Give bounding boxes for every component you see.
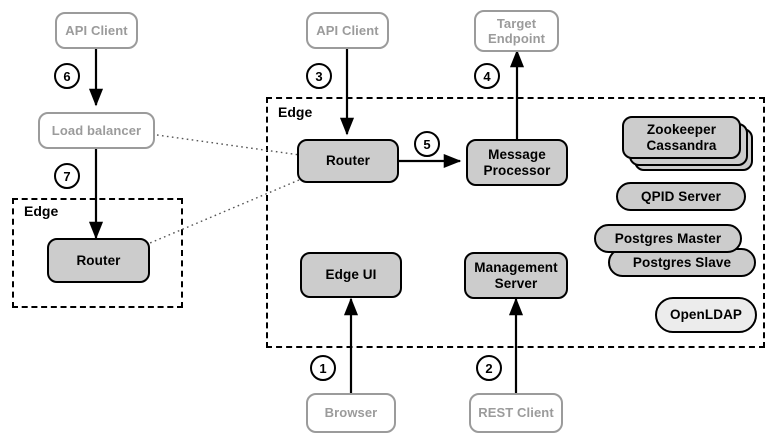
node-load-balancer[interactable]: Load balancer (38, 112, 155, 149)
step-badge-7: 7 (54, 163, 80, 189)
node-postgres-master-label: Postgres Master (614, 230, 722, 246)
node-target-endpoint-label-line2: Endpoint (487, 31, 546, 46)
node-postgres-slave-label: Postgres Slave (632, 254, 732, 270)
node-target-endpoint-label-line1: Target (496, 15, 537, 31)
node-zookeeper-cassandra[interactable]: Zookeeper Cassandra (622, 116, 741, 159)
edge-zone-left-label: Edge (24, 203, 59, 219)
node-edge-ui-label: Edge UI (325, 267, 377, 283)
step-badge-3: 3 (306, 63, 332, 89)
node-api-client-left-label: API Client (65, 22, 128, 38)
node-router-right-label: Router (325, 153, 371, 169)
node-qpid-server[interactable]: QPID Server (616, 182, 746, 211)
node-api-client-mid-label: API Client (316, 22, 379, 38)
node-management-server[interactable]: Management Server (464, 252, 568, 299)
node-management-server-label-line1: Management (474, 259, 558, 275)
node-target-endpoint[interactable]: Target Endpoint (474, 10, 559, 52)
edge-zone-left (12, 198, 183, 308)
node-zookeeper-label: Zookeeper (646, 121, 717, 137)
node-router-right[interactable]: Router (297, 139, 399, 183)
node-openldap[interactable]: OpenLDAP (655, 297, 757, 333)
step-badge-6: 6 (54, 63, 80, 89)
node-browser-label: Browser (324, 405, 378, 421)
node-rest-client[interactable]: REST Client (469, 393, 563, 433)
node-api-client-mid[interactable]: API Client (306, 12, 389, 49)
node-browser[interactable]: Browser (306, 393, 396, 433)
step-badge-1: 1 (310, 355, 336, 381)
node-openldap-label: OpenLDAP (669, 307, 743, 323)
edge-zone-right-label: Edge (278, 104, 313, 120)
node-api-client-left[interactable]: API Client (55, 12, 138, 49)
step-badge-2: 2 (476, 355, 502, 381)
step-badge-5: 5 (414, 131, 440, 157)
node-message-processor-label-line2: Processor (483, 162, 551, 178)
node-edge-ui[interactable]: Edge UI (300, 252, 402, 298)
node-router-left-label: Router (76, 252, 121, 268)
node-qpid-server-label: QPID Server (641, 188, 721, 204)
node-message-processor[interactable]: Message Processor (466, 139, 568, 186)
node-router-left[interactable]: Router (47, 238, 150, 283)
node-message-processor-label-line1: Message (488, 146, 546, 162)
node-management-server-label-line2: Server (494, 275, 538, 291)
step-badge-4: 4 (474, 63, 500, 89)
node-cassandra-label: Cassandra (646, 137, 717, 153)
node-rest-client-label: REST Client (478, 405, 554, 421)
node-postgres-master[interactable]: Postgres Master (594, 224, 742, 253)
node-load-balancer-label: Load balancer (51, 122, 142, 138)
